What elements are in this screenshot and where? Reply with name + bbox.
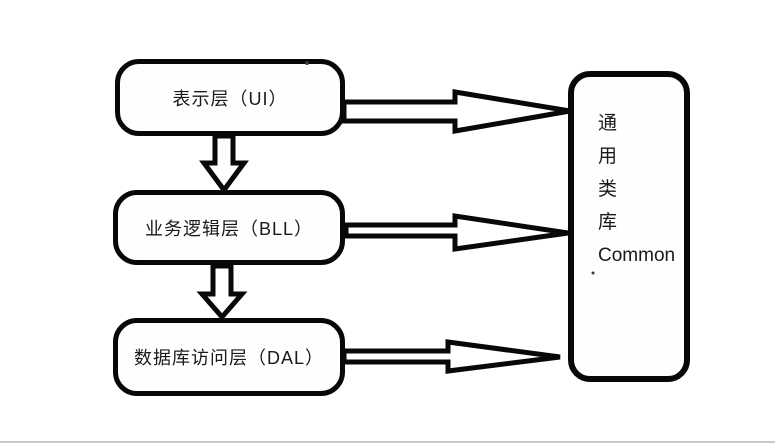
common-library-word: Common (598, 245, 676, 266)
arrow-ui-to-common-icon (341, 89, 571, 134)
arrow-bll-to-common-icon (343, 213, 569, 252)
common-library-char-3: 类 (598, 179, 618, 200)
node-presentation-layer-label: 表示层（UI） (172, 88, 288, 109)
node-data-access-layer: 数据库访问层（DAL） (113, 318, 345, 396)
node-data-access-layer-label: 数据库访问层（DAL） (133, 348, 324, 368)
arrow-ui-to-bll-icon (199, 133, 249, 195)
arrow-dal-to-common-icon (341, 339, 561, 374)
node-business-logic-layer: 业务逻辑层（BLL） (113, 190, 345, 265)
common-library-char-2: 用 (598, 146, 618, 167)
arrow-bll-to-dal-icon (196, 263, 248, 321)
common-library-char-4: 库 (598, 212, 618, 233)
node-business-logic-layer-label: 业务逻辑层（BLL） (144, 218, 314, 239)
node-common-library: 通 用 类 库 Common (568, 71, 690, 382)
common-library-char-1: 通 (598, 113, 618, 134)
node-presentation-layer: 表示层（UI） (115, 59, 345, 136)
